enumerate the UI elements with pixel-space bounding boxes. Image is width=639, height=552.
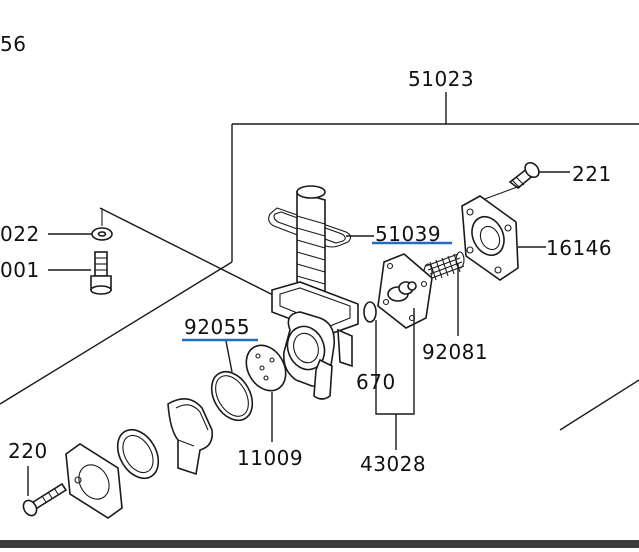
cover-16146 bbox=[461, 195, 546, 281]
ring-gasket bbox=[116, 428, 160, 480]
label-o-ring-small: 670 bbox=[356, 370, 396, 394]
label-diaphragm: 43028 bbox=[360, 452, 427, 476]
o-ring-92055 bbox=[210, 340, 254, 422]
label-top-left: 56 bbox=[0, 32, 27, 56]
label-screw: 221 bbox=[572, 162, 612, 186]
washer-022 bbox=[48, 208, 113, 241]
screw-221 bbox=[481, 161, 570, 201]
bottom-bar bbox=[0, 540, 639, 548]
label-cover: 16146 bbox=[546, 236, 613, 260]
o-ring-670 bbox=[363, 301, 377, 338]
label-spring: 92081 bbox=[422, 340, 489, 364]
right-edge-line bbox=[559, 379, 639, 431]
diaphragm-43028 bbox=[375, 253, 433, 450]
lever-knob bbox=[167, 398, 214, 476]
diagonal-line bbox=[99, 207, 284, 301]
bottom-plate bbox=[65, 443, 123, 519]
assembly-bracket bbox=[0, 92, 639, 405]
plate-11009 bbox=[245, 344, 287, 442]
valve-body bbox=[271, 281, 359, 400]
label-o-ring: 92055 bbox=[184, 315, 251, 339]
label-gasket-lever: 51039 bbox=[375, 222, 442, 246]
label-assembly: 51023 bbox=[408, 67, 475, 91]
label-bottom-screw: 220 bbox=[8, 439, 48, 463]
screw-220 bbox=[22, 466, 68, 517]
label-diaphragm-plate: 11009 bbox=[237, 446, 304, 470]
lever-51039 bbox=[268, 185, 374, 304]
label-washer: 022 bbox=[0, 222, 40, 246]
label-bolt: 001 bbox=[0, 258, 40, 282]
bolt-001 bbox=[48, 251, 112, 295]
